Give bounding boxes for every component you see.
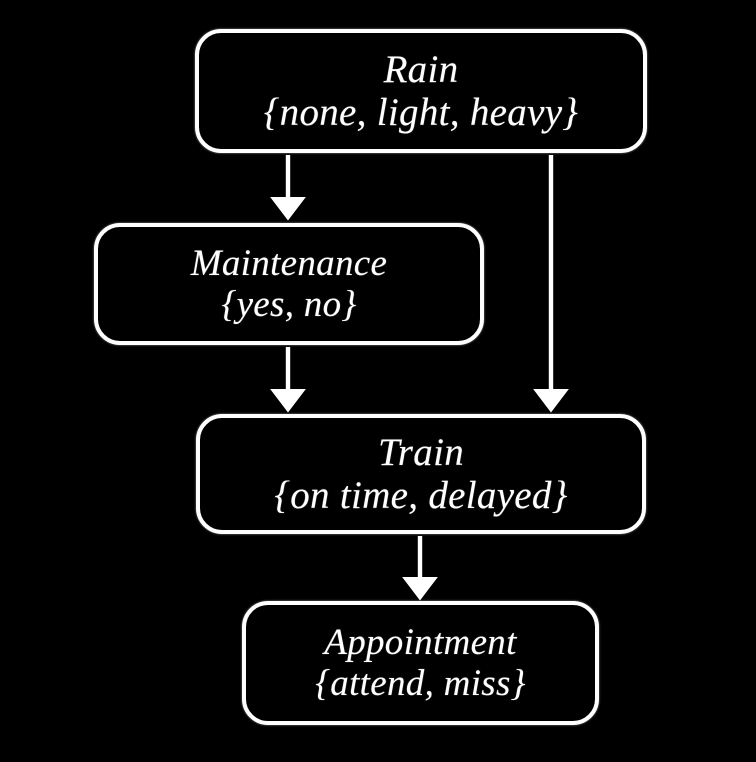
node-maintenance-label: Maintenance xyxy=(190,243,388,285)
node-train-label: Train xyxy=(377,431,465,475)
node-train-domain: {on time, delayed} xyxy=(274,473,568,517)
node-appointment[interactable]: Appointment {attend, miss} xyxy=(242,601,599,725)
node-appointment-label: Appointment xyxy=(324,622,517,664)
node-rain-label: Rain xyxy=(383,48,459,92)
node-maintenance-domain: {yes, no} xyxy=(221,283,357,325)
node-rain[interactable]: Rain {none, light, heavy} xyxy=(195,29,647,153)
node-train[interactable]: Train {on time, delayed} xyxy=(196,414,646,534)
node-rain-domain: {none, light, heavy} xyxy=(263,90,579,134)
node-maintenance[interactable]: Maintenance {yes, no} xyxy=(94,223,484,345)
node-appointment-domain: {attend, miss} xyxy=(315,662,526,704)
